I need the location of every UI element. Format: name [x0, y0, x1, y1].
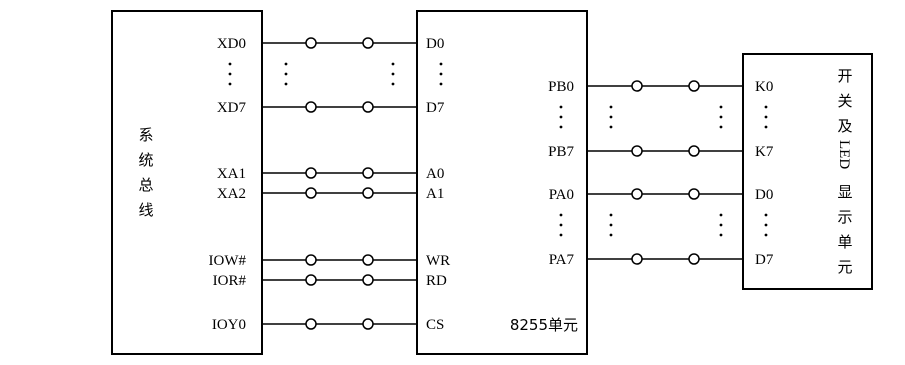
switch-led-title-char-1: 开 [837, 67, 852, 85]
pin-rd: RD [426, 273, 447, 289]
switch-led-title-char-7: 单 [837, 233, 852, 251]
pin-xa1: XA1 [217, 166, 246, 182]
8255-to-led-wires [587, 80, 743, 265]
vertical-ellipsis-icon [764, 213, 768, 237]
terminal-icon [362, 274, 374, 286]
switch-led-unit-outline [742, 53, 873, 290]
wire-xa1-a0 [262, 167, 417, 179]
switch-led-title-char-2: 关 [837, 92, 852, 110]
pin-a0: A0 [426, 166, 444, 182]
terminal-icon [362, 37, 374, 49]
wire-iow-wr [262, 254, 417, 266]
terminal-icon [688, 145, 700, 157]
terminal-icon [631, 253, 643, 265]
terminal-icon [688, 80, 700, 92]
system-bus-outline [111, 10, 263, 355]
wire-xd0-d0 [262, 37, 417, 49]
pin-pa7: PA7 [549, 252, 575, 268]
pin-pb7: PB7 [548, 144, 574, 160]
wire-pb7-k7 [587, 145, 743, 157]
terminal-icon [362, 254, 374, 266]
pin-d7-led: D7 [755, 252, 774, 268]
vertical-ellipsis-icon [719, 105, 723, 129]
pin-ior: IOR# [213, 273, 247, 289]
pin-d0-led: D0 [755, 187, 773, 203]
terminal-icon [305, 187, 317, 199]
system-bus-title-char-3: 总 [138, 176, 153, 194]
terminal-icon [305, 101, 317, 113]
unit-8255-box: D0 D7 A0 A1 WR RD CS PB0 PB7 PA0 PA7 825… [416, 10, 588, 355]
terminal-icon [362, 187, 374, 199]
pin-xa2: XA2 [217, 186, 246, 202]
vertical-ellipsis-icon [391, 62, 395, 86]
terminal-icon [362, 167, 374, 179]
wire-xa2-a1 [262, 187, 417, 199]
vertical-ellipsis-icon [228, 62, 232, 86]
switch-led-unit-box: K0 K7 D0 D7 开 关 及 LED 显 示 单 元 [742, 53, 873, 290]
switch-led-title-char-6: 示 [837, 208, 852, 226]
pin-cs: CS [426, 317, 444, 333]
terminal-icon [305, 167, 317, 179]
wire-pa7-d7 [587, 253, 743, 265]
wire-ior-rd [262, 274, 417, 286]
pin-iow: IOW# [209, 253, 247, 269]
pin-pa0: PA0 [549, 187, 574, 203]
terminal-icon [688, 253, 700, 265]
terminal-icon [362, 318, 374, 330]
unit-8255-label: 8255单元 [510, 316, 578, 334]
bus-to-8255-wires [262, 37, 417, 330]
vertical-ellipsis-icon [719, 213, 723, 237]
terminal-icon [688, 188, 700, 200]
pin-k0: K0 [755, 79, 773, 95]
vertical-ellipsis-icon [764, 105, 768, 129]
vertical-ellipsis-icon [439, 62, 443, 86]
pin-k7: K7 [755, 144, 774, 160]
system-bus-title-char-4: 线 [138, 201, 153, 219]
pin-ioy0: IOY0 [212, 317, 246, 333]
switch-led-title-led: LED [836, 140, 852, 169]
pin-xd7: XD7 [217, 100, 247, 116]
unit-8255-outline [416, 10, 588, 355]
pin-d7-8255: D7 [426, 100, 445, 116]
system-bus-title-char-1: 系 [138, 126, 153, 144]
pin-d0-8255: D0 [426, 36, 444, 52]
vertical-ellipsis-icon [559, 105, 563, 129]
wire-pa0-d0 [587, 188, 743, 200]
terminal-icon [631, 80, 643, 92]
pin-pb0: PB0 [548, 79, 574, 95]
terminal-icon [305, 274, 317, 286]
wire-pb0-k0 [587, 80, 743, 92]
pin-wr: WR [426, 253, 450, 269]
system-bus-box: 系 统 总 线 XD0 XD7 XA1 XA2 IOW# IOR# IOY0 [111, 10, 263, 355]
vertical-ellipsis-icon [559, 213, 563, 237]
wire-xd7-d7 [262, 101, 417, 113]
switch-led-title-char-3: 及 [837, 117, 852, 135]
terminal-icon [305, 318, 317, 330]
system-bus-title-char-2: 统 [138, 151, 153, 169]
switch-led-title-char-8: 元 [837, 258, 852, 276]
terminal-icon [305, 37, 317, 49]
vertical-ellipsis-icon [609, 213, 613, 237]
terminal-icon [305, 254, 317, 266]
pin-a1: A1 [426, 186, 444, 202]
vertical-ellipsis-icon [284, 62, 288, 86]
wire-ioy0-cs [262, 318, 417, 330]
vertical-ellipsis-icon [609, 105, 613, 129]
terminal-icon [362, 101, 374, 113]
switch-led-title-char-5: 显 [837, 183, 852, 201]
terminal-icon [631, 188, 643, 200]
terminal-icon [631, 145, 643, 157]
pin-xd0: XD0 [217, 36, 246, 52]
